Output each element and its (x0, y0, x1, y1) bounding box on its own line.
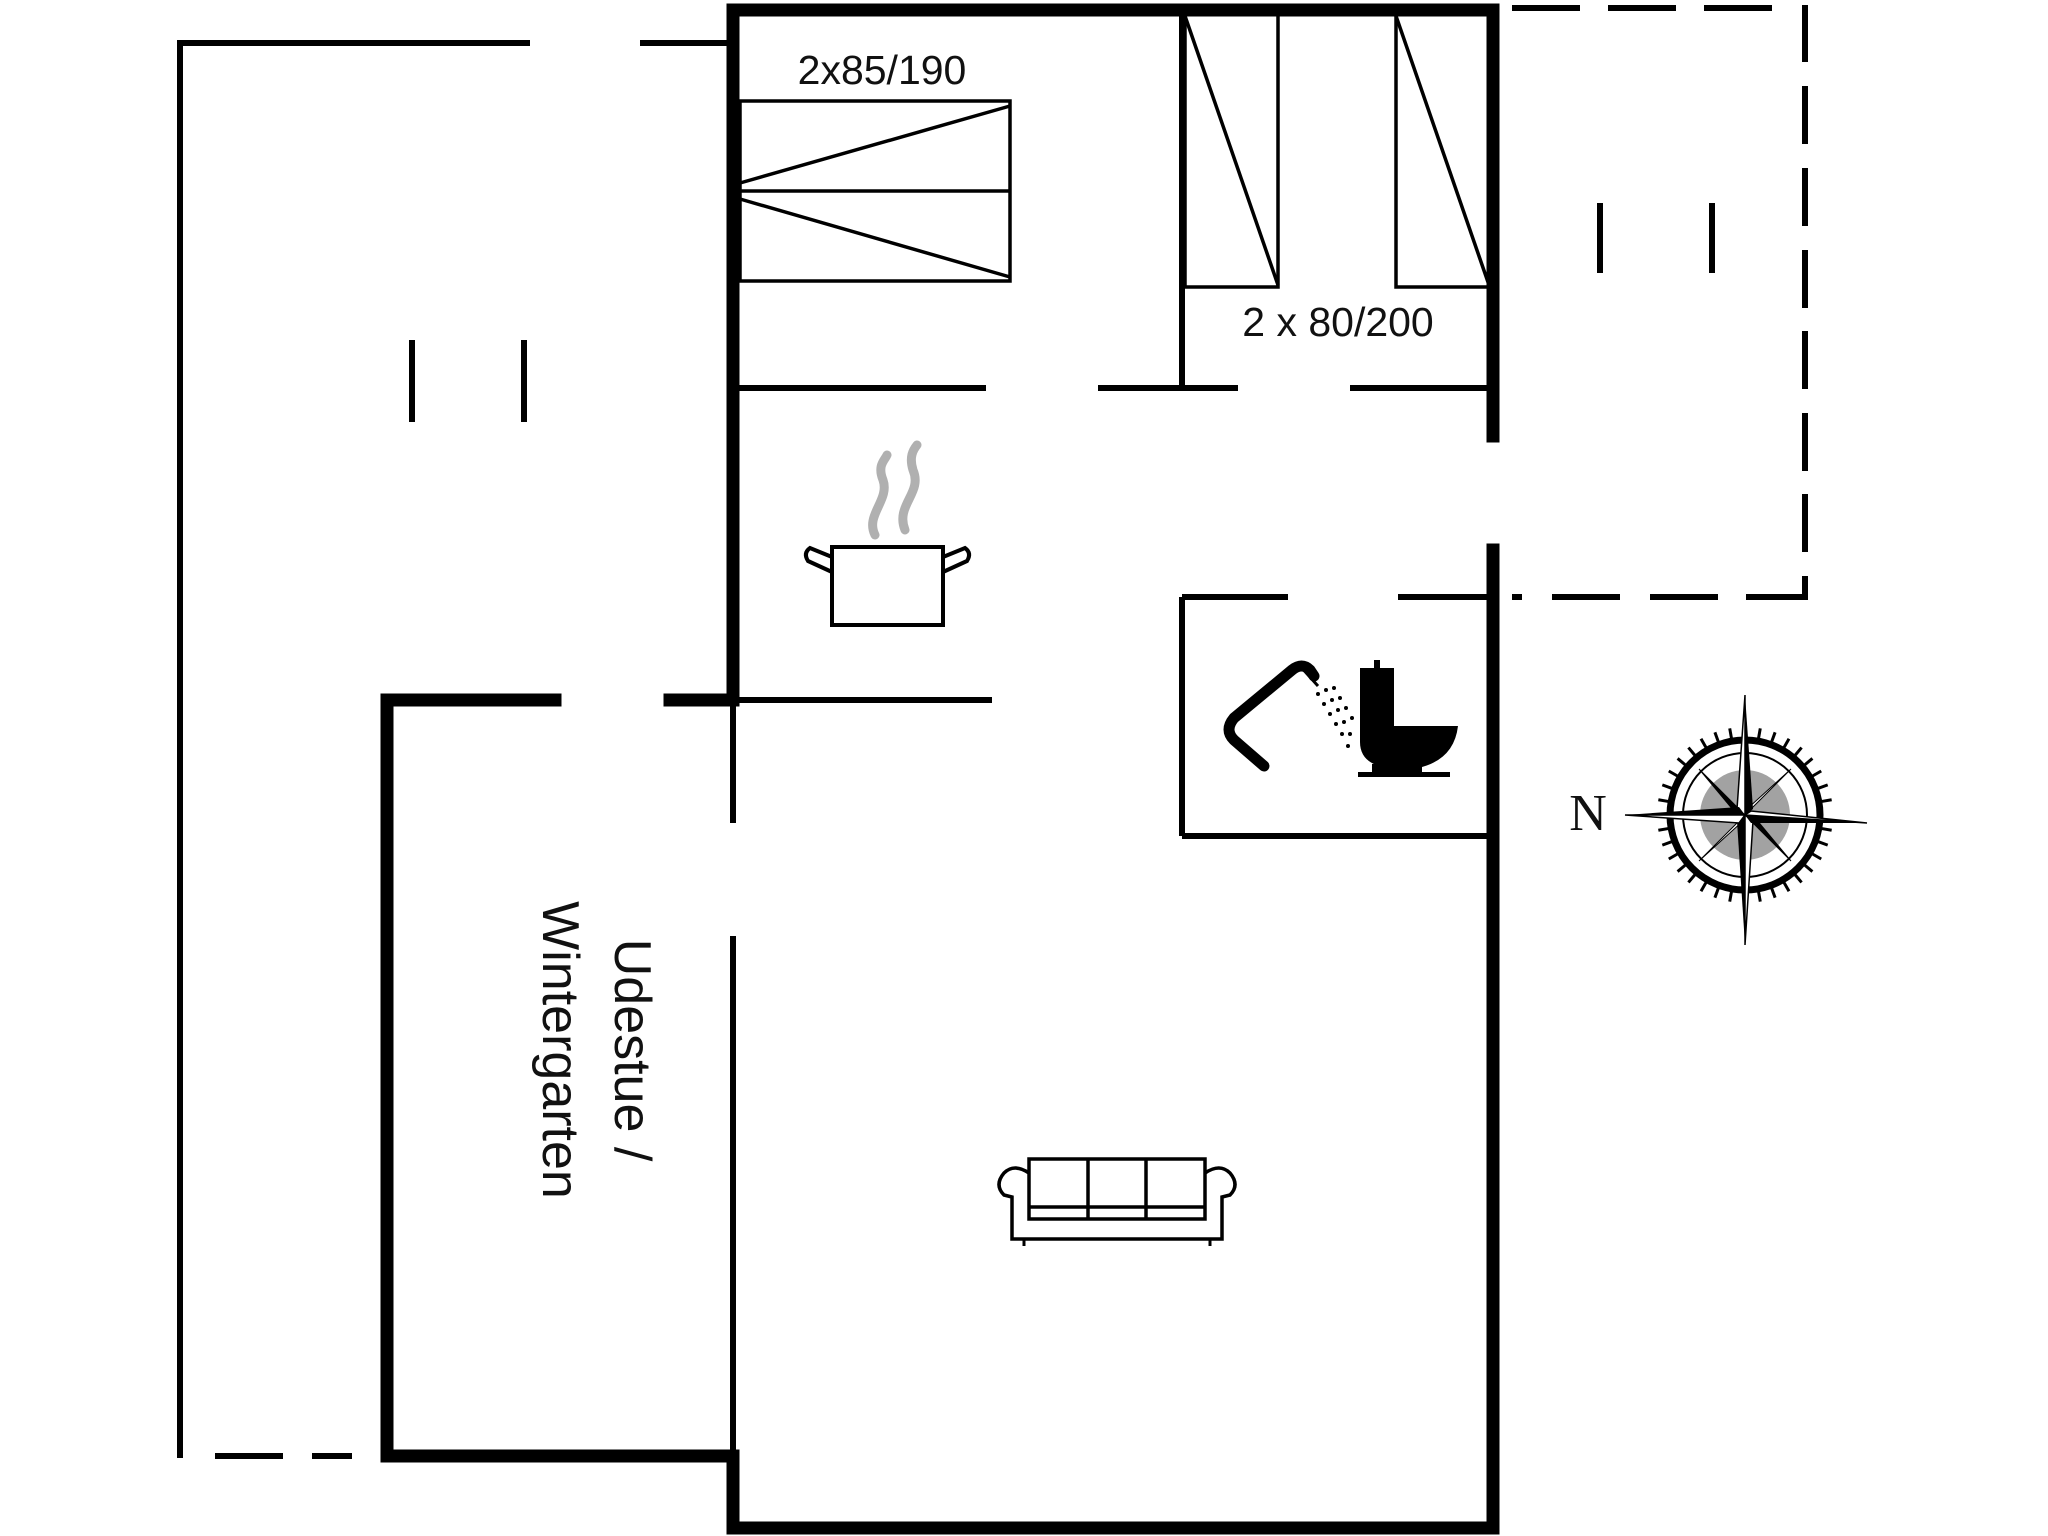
sunroom-walls (380, 693, 740, 1463)
sofa-icon (997, 1157, 1237, 1246)
single-beds: 2 x 80/200 (1183, 12, 1491, 345)
sunroom-label: Udestue / Wintergarten (531, 901, 661, 1199)
double-bed: 2x85/190 (738, 47, 1012, 283)
interior-walls (730, 14, 1490, 1456)
bed-size-label-singles: 2 x 80/200 (1242, 299, 1434, 345)
sunroom-label-line1: Udestue / (603, 939, 661, 1162)
cooking-pot-icon (803, 440, 972, 627)
compass-rose-icon (1624, 694, 1868, 946)
terrace-outline (1512, 5, 1808, 600)
shower-icon (1223, 660, 1354, 772)
bed-size-label-double: 2x85/190 (798, 47, 967, 93)
toilet-icon (1358, 660, 1458, 777)
annex-walls (177, 40, 733, 1459)
north-label: N (1569, 785, 1607, 842)
outer-walls (726, 3, 1500, 1535)
sunroom-label-line2: Wintergarten (531, 901, 589, 1199)
